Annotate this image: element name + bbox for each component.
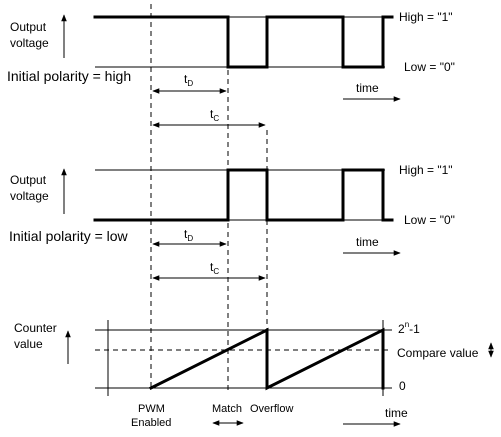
output-waveform-high [93,15,394,69]
counter-value-label-bottom: value [14,337,43,351]
overflow-label: Overflow [250,403,293,415]
counter-value-label-top: Counter [14,321,57,335]
panel-counter: Counter value 2n-1 Compare value 0 PWM E… [14,320,494,429]
max-value-label: 2n-1 [398,320,420,336]
output-waveform-low [93,168,394,222]
match-label: Match [212,403,242,415]
output-voltage-label-top: Output [10,20,47,34]
tc-label: tC [210,260,219,276]
time-label: time [385,406,408,420]
compare-value-label: Compare value [397,346,479,360]
pwm-enabled-label-top: PWM [138,403,165,415]
event-lines [150,4,268,390]
initial-polarity-label: Initial polarity = high [7,68,131,84]
tc-label: tC [210,107,219,123]
level-low-label: Low = "0" [404,60,455,74]
output-voltage-label-top: Output [10,173,47,187]
time-label: time [356,81,379,95]
output-voltage-label-bottom: voltage [10,189,49,203]
zero-value-label: 0 [399,379,406,393]
level-low-label: Low = "0" [404,213,455,227]
panel-low-polarity: Output voltage High = "1" Low = "0" Init… [9,163,455,281]
time-label: time [356,235,379,249]
output-voltage-label-bottom: voltage [10,36,49,50]
initial-polarity-label: Initial polarity = low [9,228,129,244]
panel-high-polarity: Output voltage High = "1" Low = "0" Init… [7,10,455,128]
td-label: tD [184,72,193,88]
counter-sawtooth [148,327,385,391]
level-high-label: High = "1" [399,163,453,177]
pwm-enabled-label-bottom: Enabled [131,417,171,429]
level-high-label: High = "1" [399,10,453,24]
td-label: tD [184,227,193,243]
